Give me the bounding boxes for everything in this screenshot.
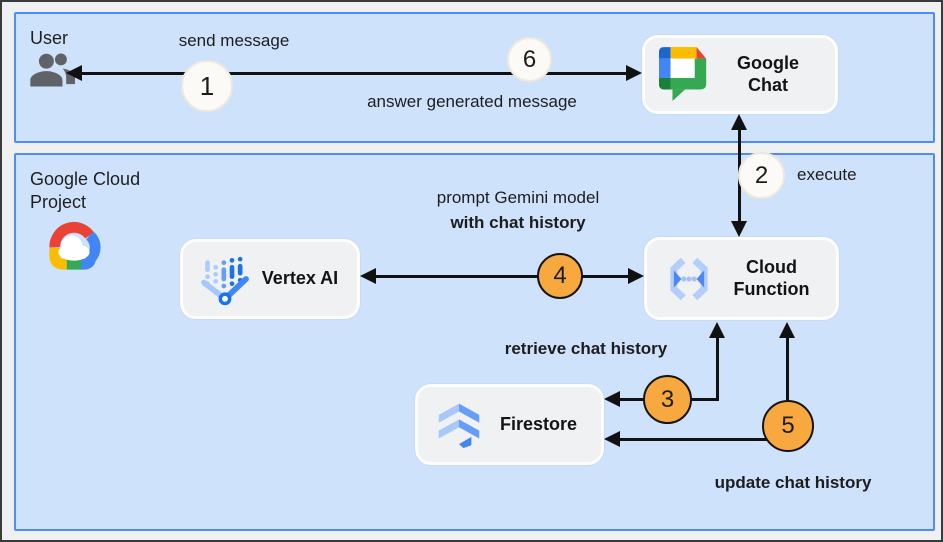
send-message-label: send message bbox=[178, 31, 290, 50]
arrowhead-to-chat-icon bbox=[731, 114, 747, 130]
step-badge-3: 3 bbox=[643, 375, 692, 424]
google-chat-label: Google Chat bbox=[737, 53, 799, 95]
arrowhead-to-function-icon bbox=[731, 221, 747, 237]
vertex-ai-icon bbox=[197, 251, 253, 307]
arrowhead-to-google-chat-icon bbox=[626, 65, 642, 81]
vertex-ai-node: Vertex AI bbox=[180, 239, 360, 319]
update-chat-history-label: update chat history bbox=[714, 473, 872, 492]
step-badge-2: 2 bbox=[738, 152, 785, 199]
arrow-vertex-function bbox=[376, 275, 630, 278]
google-cloud-icon bbox=[49, 221, 101, 270]
arrowhead3-left-icon bbox=[604, 391, 620, 407]
step-badge-4: 4 bbox=[537, 253, 583, 299]
prompt-gemini-label-line2: with chat history bbox=[450, 213, 586, 232]
arrow-user-chat bbox=[82, 72, 628, 75]
firestore-icon bbox=[432, 398, 486, 452]
gcp-section-title: Google Cloud Project bbox=[30, 169, 141, 212]
google-chat-icon bbox=[659, 46, 711, 103]
user-section-title: User bbox=[30, 28, 69, 48]
firestore-node: Firestore bbox=[415, 384, 604, 465]
cloud-function-icon bbox=[661, 251, 717, 307]
prompt-gemini-label-line1: prompt Gemini model bbox=[436, 188, 600, 207]
step-badge-6: 6 bbox=[507, 37, 552, 82]
answer-generated-message-label: answer generated message bbox=[367, 92, 577, 111]
retrieve-chat-history-label: retrieve chat history bbox=[504, 339, 668, 358]
google-cloud-project-section bbox=[14, 153, 935, 531]
google-chat-node: Google Chat bbox=[642, 35, 838, 114]
firestore-label: Firestore bbox=[499, 413, 578, 434]
arrowhead-to-function2-icon bbox=[628, 268, 644, 284]
step-badge-1: 1 bbox=[181, 60, 233, 112]
vertex-ai-label: Vertex AI bbox=[261, 268, 339, 289]
arrow3-vertical bbox=[716, 334, 719, 401]
arrowhead5-left-icon bbox=[604, 431, 620, 447]
arrow5-vertical bbox=[786, 334, 789, 441]
arrowhead-to-vertex-icon bbox=[360, 268, 376, 284]
arrow5-horizontal bbox=[620, 438, 789, 441]
execute-label: execute bbox=[797, 165, 857, 184]
arrowhead-to-user-icon bbox=[66, 65, 82, 81]
cloud-function-node: Cloud Function bbox=[644, 237, 839, 320]
arrowhead5-up-icon bbox=[779, 322, 795, 338]
arrowhead3-up-icon bbox=[709, 322, 725, 338]
cloud-function-label: Cloud Function bbox=[733, 257, 810, 299]
step-badge-5: 5 bbox=[762, 400, 814, 452]
